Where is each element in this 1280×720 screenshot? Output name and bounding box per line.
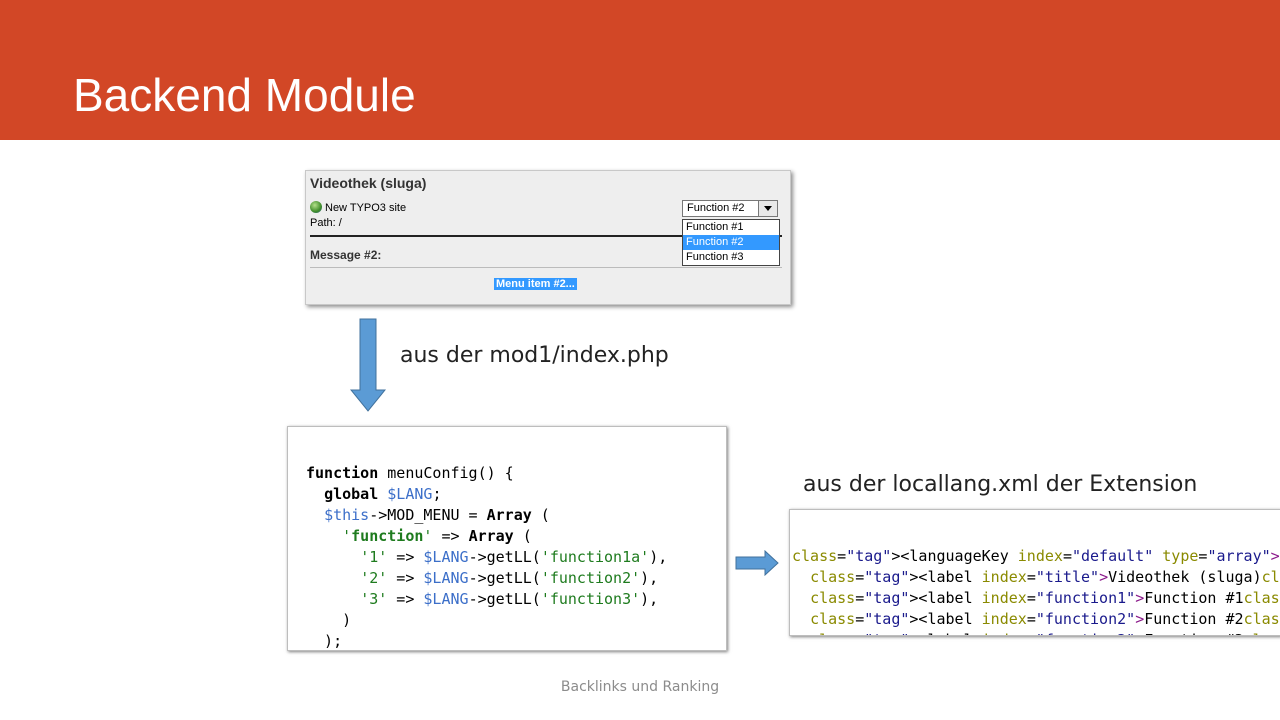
function-select[interactable]: Function #2 xyxy=(682,200,778,217)
globe-icon xyxy=(310,201,322,213)
locallang-label: aus der locallang.xml der Extension xyxy=(803,472,1198,497)
code-line: '3' => $LANG->getLL('function3'), xyxy=(360,590,659,608)
site-name[interactable]: New TYPO3 site xyxy=(325,202,407,214)
code-line: class="tag"><label index="function3">Fun… xyxy=(792,630,1280,635)
code-line: class="tag"><languageKey index="default"… xyxy=(792,547,1280,565)
xml-code-block: class="tag"><languageKey index="default"… xyxy=(789,509,1280,636)
code-line: function menuConfig() { xyxy=(306,464,514,482)
code-line: class="tag"><label index="title">Videoth… xyxy=(810,568,1280,586)
function-dropdown-list[interactable]: Function #1 Function #2 Function #3 xyxy=(682,219,780,266)
index-php-label: aus der mod1/index.php xyxy=(400,343,669,368)
path-label: Path: / xyxy=(310,217,342,229)
backend-screenshot: Videothek (sluga) New TYPO3 site Path: /… xyxy=(305,170,791,305)
code-line: class="tag"><label index="function1">Fun… xyxy=(810,589,1280,607)
menu-item-text: Menu item #2... xyxy=(494,278,577,290)
message-label: Message #2: xyxy=(310,248,382,262)
module-title: Videothek (sluga) xyxy=(310,175,427,191)
php-code-block: function menuConfig() { global $LANG; $t… xyxy=(287,426,727,651)
down-arrow-icon xyxy=(350,318,386,412)
code-line: global $LANG; xyxy=(324,485,442,503)
dropdown-option[interactable]: Function #1 xyxy=(686,221,744,233)
right-arrow-icon xyxy=(735,550,779,576)
dropdown-option-selected[interactable]: Function #2 xyxy=(683,235,779,250)
code-line: ) xyxy=(306,611,352,629)
select-value: Function #2 xyxy=(687,202,745,214)
code-line: class="tag"><label index="function2">Fun… xyxy=(810,610,1280,628)
site-line: New TYPO3 site xyxy=(310,201,406,214)
dropdown-arrow-icon[interactable] xyxy=(758,201,777,216)
slide-title: Backend Module xyxy=(73,69,416,121)
code-line: $this->MOD_MENU = Array ( xyxy=(324,506,550,524)
code-line: ); xyxy=(306,632,343,650)
dropdown-option[interactable]: Function #3 xyxy=(686,251,744,263)
header-bar xyxy=(0,0,1280,140)
code-line: 'function' => Array ( xyxy=(342,527,532,545)
divider xyxy=(310,267,782,268)
divider xyxy=(310,235,782,237)
slide-footer: Backlinks und Ranking xyxy=(560,679,720,695)
code-line: '1' => $LANG->getLL('function1a'), xyxy=(360,548,668,566)
code-line: '2' => $LANG->getLL('function2'), xyxy=(360,569,659,587)
